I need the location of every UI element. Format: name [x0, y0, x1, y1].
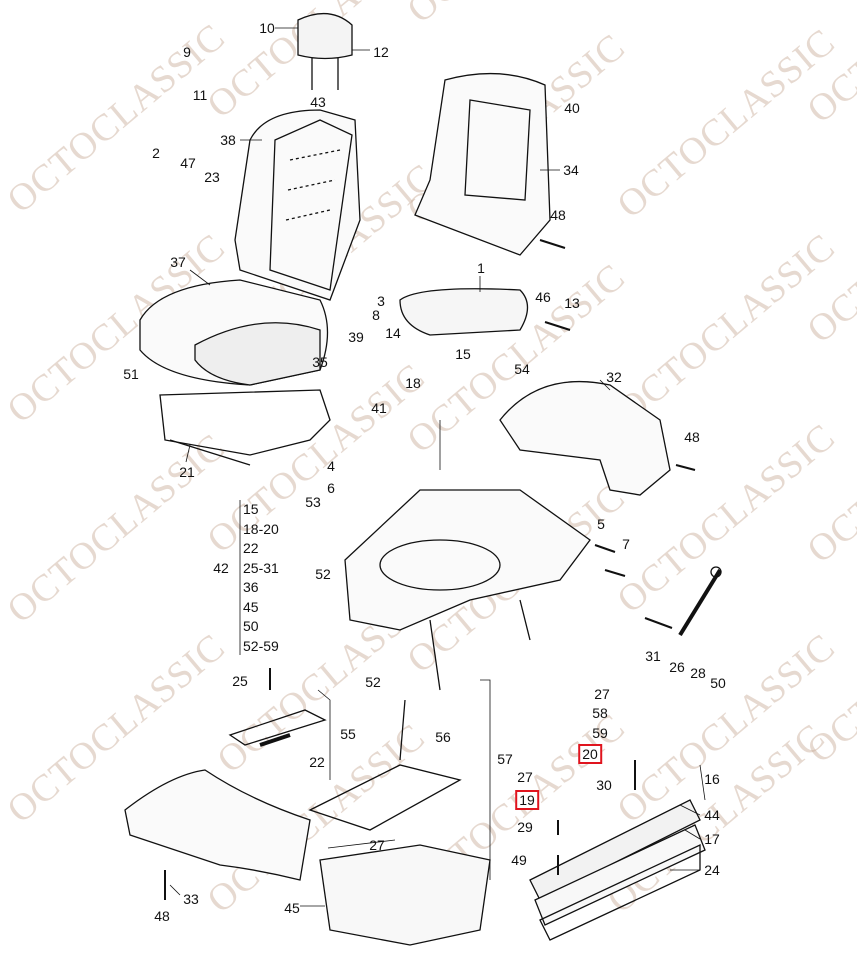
backrest-drawing — [234, 109, 361, 301]
seat-rail-drawing — [529, 799, 706, 941]
part-label-highlighted[interactable]: 20 — [578, 744, 602, 764]
part-label[interactable]: 27 — [517, 769, 533, 785]
part-label[interactable]: 54 — [514, 361, 530, 377]
part-label[interactable]: 13 — [564, 295, 580, 311]
part-label[interactable]: 15 — [455, 346, 471, 362]
part-label[interactable]: 27 — [369, 837, 385, 853]
gas-strut-drawing — [678, 566, 722, 637]
part-label[interactable]: 6 — [327, 480, 335, 496]
part-label[interactable]: 25 — [232, 673, 248, 689]
part-label[interactable]: 3 — [377, 293, 385, 309]
part-label[interactable]: 8 — [372, 307, 380, 323]
part-label[interactable]: 11 — [192, 87, 208, 103]
part-label[interactable]: 57 — [497, 751, 513, 767]
part-label[interactable]: 42 — [213, 560, 229, 576]
part-label[interactable]: 49 — [511, 852, 527, 868]
part-label[interactable]: 22 — [309, 754, 325, 770]
group-item[interactable]: 52-59 — [243, 637, 279, 654]
part-label[interactable]: 27 — [594, 686, 610, 702]
part-label[interactable]: 43 — [310, 94, 326, 110]
part-label[interactable]: 51 — [123, 366, 139, 382]
part-label[interactable]: 37 — [170, 254, 186, 270]
part-label[interactable]: 48 — [550, 207, 566, 223]
backrest-panel-drawing — [414, 72, 551, 256]
part-label[interactable]: 18 — [405, 375, 421, 391]
seat-frame-drawing — [159, 389, 331, 466]
part-label[interactable]: 44 — [704, 807, 720, 823]
part-label[interactable]: 14 — [385, 325, 401, 341]
part-label[interactable]: 33 — [183, 891, 199, 907]
part-label[interactable]: 48 — [154, 908, 170, 924]
group-item[interactable]: 50 — [243, 618, 259, 634]
part-label[interactable]: 50 — [710, 675, 726, 691]
part-label[interactable]: 12 — [373, 44, 389, 60]
part-label[interactable]: 30 — [596, 777, 612, 793]
part-label[interactable]: 46 — [535, 289, 551, 305]
group-item[interactable]: 15 — [243, 501, 259, 517]
part-label[interactable]: 7 — [622, 536, 630, 552]
part-label[interactable]: 24 — [704, 862, 720, 878]
part-label[interactable]: 5 — [597, 516, 605, 532]
part-label[interactable]: 52 — [315, 566, 331, 582]
part-label[interactable]: 35 — [312, 354, 328, 370]
part-label[interactable]: 29 — [517, 819, 533, 835]
part-label[interactable]: 10 — [259, 20, 275, 36]
part-label[interactable]: 16 — [704, 771, 720, 787]
part-label[interactable]: 23 — [204, 169, 220, 185]
part-label[interactable]: 55 — [340, 726, 356, 742]
part-label[interactable]: 34 — [563, 162, 579, 178]
part-label[interactable]: 31 — [645, 648, 661, 664]
part-label[interactable]: 32 — [606, 369, 622, 385]
headrest-drawing — [297, 13, 353, 90]
part-label[interactable]: 56 — [435, 729, 451, 745]
side-trim-drawing — [499, 380, 671, 496]
part-label[interactable]: 41 — [371, 400, 387, 416]
part-label[interactable]: 48 — [684, 429, 700, 445]
seat-pad-drawing — [319, 844, 491, 946]
part-label[interactable]: 17 — [704, 831, 720, 847]
bolts-drawing — [164, 239, 696, 900]
group-item[interactable]: 22 — [243, 540, 259, 556]
group-42-list: 15 18-20 22 25-31 36 45 50 52-59 — [243, 500, 279, 656]
part-label[interactable]: 40 — [564, 100, 580, 116]
part-label[interactable]: 2 — [152, 145, 160, 161]
seat-base-drawing — [344, 489, 591, 691]
leader-lines — [169, 27, 706, 907]
part-label[interactable]: 39 — [348, 329, 364, 345]
part-label[interactable]: 4 — [327, 458, 335, 474]
part-label[interactable]: 38 — [220, 132, 236, 148]
seat-cushion-drawing — [139, 279, 329, 386]
part-label[interactable]: 58 — [592, 705, 608, 721]
part-label[interactable]: 47 — [180, 155, 196, 171]
wire-frame-drawing — [308, 699, 462, 831]
part-label[interactable]: 52 — [365, 674, 381, 690]
group-item[interactable]: 18-20 — [243, 520, 279, 537]
part-label[interactable]: 9 — [183, 44, 191, 60]
front-trim-drawing — [124, 769, 311, 881]
part-label[interactable]: 59 — [592, 725, 608, 741]
group-item[interactable]: 25-31 — [243, 559, 279, 576]
bracket-drawing — [228, 709, 327, 747]
group-item[interactable]: 45 — [243, 598, 259, 615]
group-item[interactable]: 36 — [243, 579, 259, 595]
part-label[interactable]: 26 — [669, 659, 685, 675]
part-label-highlighted[interactable]: 19 — [515, 790, 539, 810]
part-label[interactable]: 53 — [305, 494, 321, 510]
part-label[interactable]: 28 — [690, 665, 706, 681]
armrest-drawing — [399, 288, 529, 336]
part-label[interactable]: 21 — [179, 464, 195, 480]
part-label[interactable]: 45 — [284, 900, 300, 916]
part-label[interactable]: 1 — [477, 260, 485, 276]
